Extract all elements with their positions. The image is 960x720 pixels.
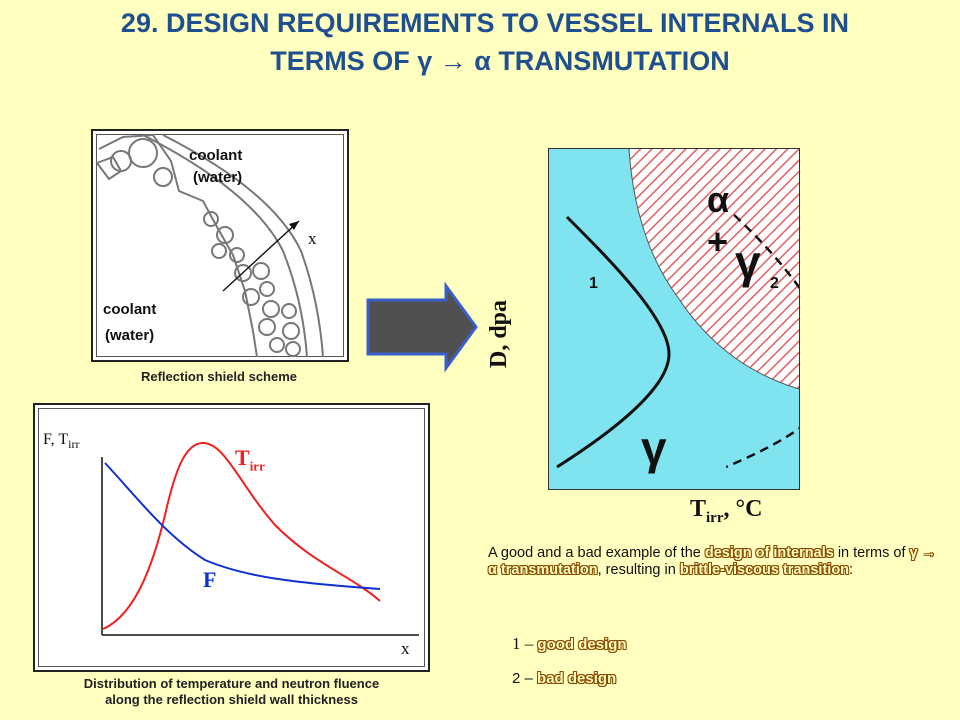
channel [242, 288, 260, 306]
alpha-plus-label: α + [707, 179, 730, 262]
legend-2-text: bad design [537, 670, 617, 687]
distribution-caption: Distribution of temperature and neutron … [33, 676, 430, 708]
curve-1-good-design [556, 215, 671, 469]
phase-y-axis-label: D, dpa [486, 299, 512, 368]
x-direction-arrowhead [289, 221, 299, 230]
water-top-label: (water) [193, 169, 243, 186]
phase-x-axis-sub: irr [706, 509, 724, 526]
channel [262, 300, 280, 318]
channel [269, 337, 285, 353]
dist-y-axis-label: F, Tirr [43, 431, 79, 452]
shield-scheme-drawing [95, 133, 324, 358]
title-line-2: TERMS OF γ → α TRANSMUTATION [270, 46, 730, 76]
channel [128, 138, 158, 168]
curve-2-label: 2 [770, 275, 779, 292]
channel [285, 341, 301, 357]
coolant-top-label: coolant [189, 147, 243, 164]
shield-x-label: x [308, 229, 317, 248]
phase-x-axis-unit: , °C [723, 496, 763, 522]
channel [216, 226, 234, 244]
t-irr-curve [102, 441, 381, 630]
desc-text-4: : [849, 562, 854, 578]
channel [258, 318, 276, 336]
desc-highlight-design: design of internals [704, 545, 834, 561]
t-irr-label: Tirr [235, 445, 265, 474]
channel [229, 247, 245, 263]
shield-left-step [95, 155, 123, 181]
legend-good-design: 1 – good design [512, 634, 627, 654]
dist-y-axis-text: F, T [43, 431, 69, 448]
dist-x-axis-label: x [401, 639, 410, 658]
coolant-channels [110, 138, 301, 357]
description-paragraph: A good and a bad example of the design o… [488, 545, 938, 579]
shield-scheme-panel: coolant (water) x coolant (water) [91, 129, 349, 362]
t-irr-sub: irr [249, 458, 265, 474]
legend-2-number: 2 – [512, 670, 533, 687]
alpha-gamma-region [629, 149, 799, 389]
phase-diagram-svg [549, 149, 799, 489]
distribution-caption-line-1: Distribution of temperature and neutron … [83, 676, 380, 691]
phase-boundary [628, 149, 799, 390]
desc-text-1: A good and a bad example of the [488, 545, 705, 561]
channel [259, 281, 275, 297]
distribution-plot [101, 441, 419, 636]
transition-arrow [366, 282, 478, 372]
phase-x-axis-label: Tirr, °C [690, 496, 762, 527]
dist-y-axis-sub: irr [68, 437, 80, 452]
phase-x-axis-text: T [690, 496, 707, 522]
t-irr-text: T [235, 445, 250, 470]
f-curve [104, 462, 381, 590]
legend-1-number: 1 – [512, 634, 534, 653]
gamma-upper-label: γ [735, 236, 761, 288]
shield-outer-contour [142, 134, 308, 358]
channel [234, 264, 252, 282]
desc-text-2: in terms of [833, 545, 910, 561]
desc-text-3: , resulting in [597, 562, 680, 578]
f-label: F [203, 567, 217, 592]
distribution-panel: F, Tirr x Tirr F [33, 403, 430, 672]
page-title: 29. DESIGN REQUIREMENTS TO VESSEL INTERN… [0, 4, 960, 80]
channel [281, 303, 297, 319]
channel [203, 211, 219, 227]
channel [110, 150, 132, 172]
title-line-1: 29. DESIGN REQUIREMENTS TO VESSEL INTERN… [120, 8, 850, 38]
desc-highlight-transmutation: γ → α transmutation [488, 545, 937, 578]
arrow-shape [366, 282, 478, 372]
phase-diagram: α + γ γ 1 2 [548, 148, 800, 490]
water-bottom-label: (water) [105, 327, 155, 344]
curve-2-bad-design [725, 214, 799, 469]
curve-1-label: 1 [589, 275, 598, 292]
channel [282, 322, 300, 340]
legend-bad-design: 2 – bad design [512, 670, 616, 687]
coolant-bottom-label: coolant [103, 301, 157, 318]
shield-scheme-caption: Reflection shield scheme [140, 369, 298, 384]
channel [153, 167, 173, 187]
x-direction-line [222, 220, 300, 292]
distribution-caption-line-2: along the reflection shield wall thickne… [105, 692, 358, 707]
gamma-lower-label: γ [641, 422, 667, 474]
channel [211, 243, 227, 259]
shield-outer-contour-2 [162, 134, 324, 358]
legend-1-text: good design [537, 636, 627, 653]
desc-highlight-transition: brittle-viscous transition [679, 562, 850, 578]
channel [252, 262, 270, 280]
